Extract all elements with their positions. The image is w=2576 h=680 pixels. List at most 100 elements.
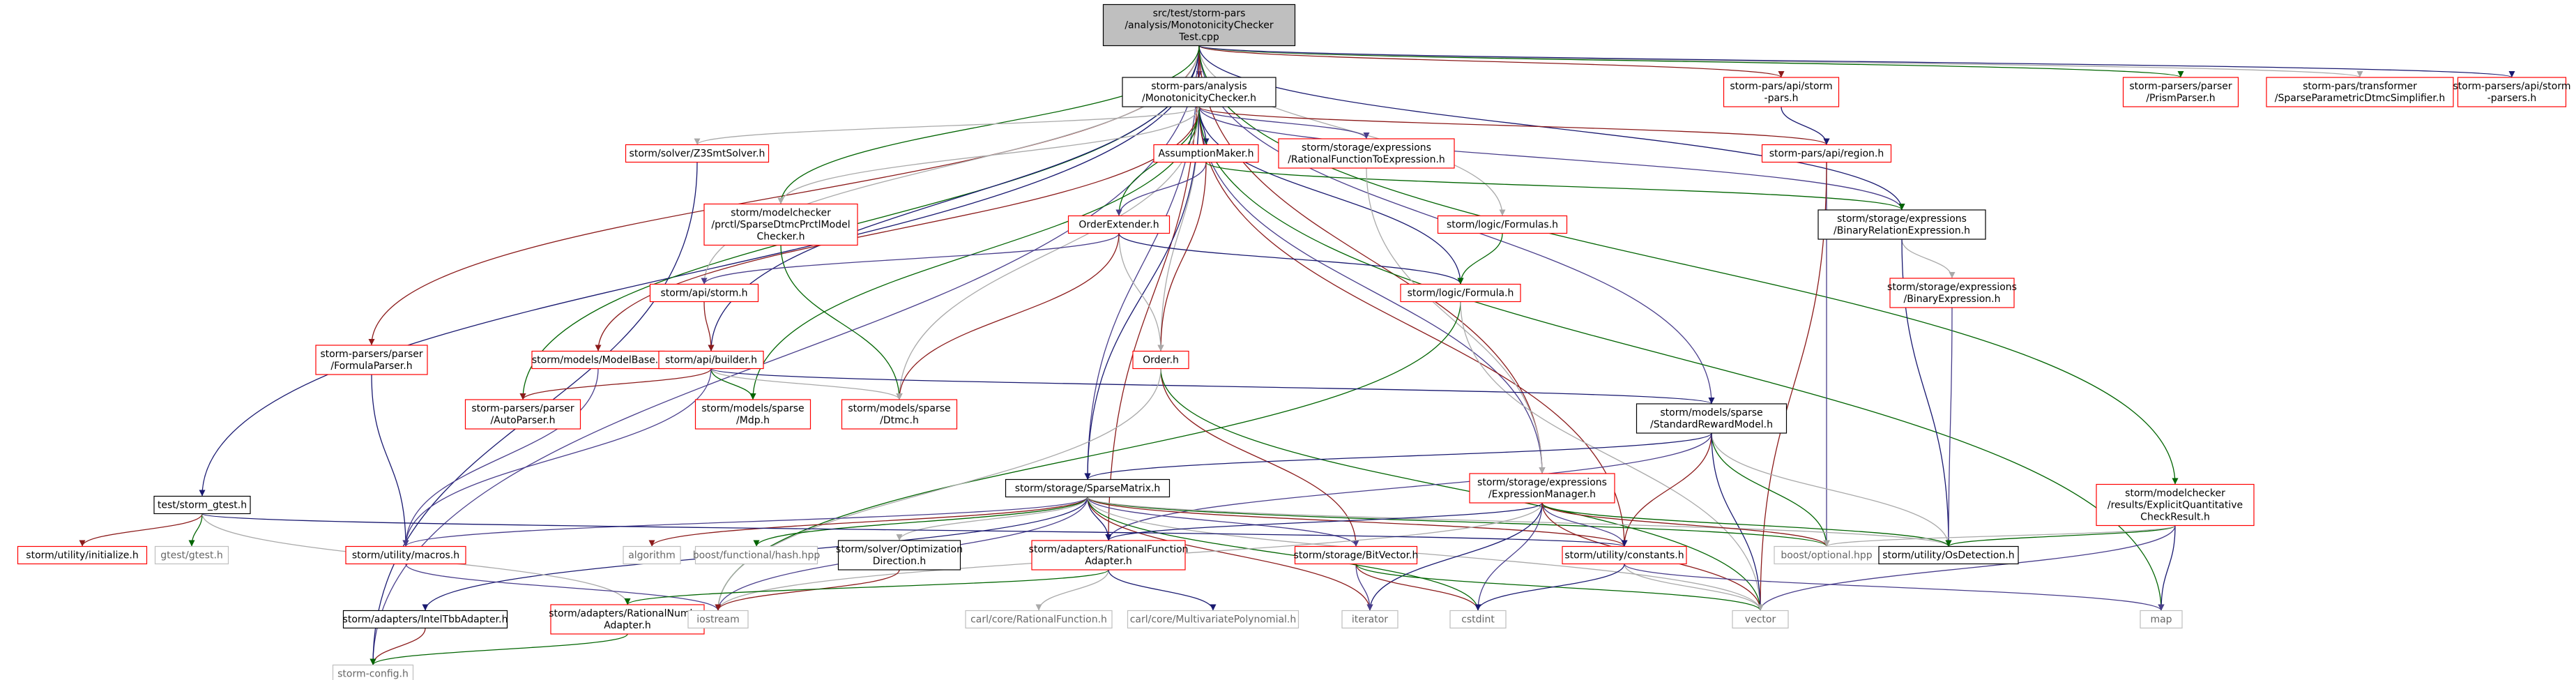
node-label-line: iostream: [696, 614, 740, 626]
node-box: [1005, 478, 1171, 498]
node-gtest-h[interactable]: test/storm_gtest.h: [153, 495, 251, 515]
node-box: [1732, 610, 1789, 629]
node-box: [1469, 473, 1615, 504]
node-order-ext[interactable]: OrderExtender.h: [1067, 215, 1171, 234]
node-label-line: /BinaryExpression.h: [1903, 294, 2000, 305]
dependency-arrow: [1198, 106, 2165, 611]
node-api-region[interactable]: storm-pars/api/region.h: [1761, 144, 1892, 163]
dependency-arrow: [405, 564, 722, 611]
dependency-arrow: [1366, 502, 1543, 611]
node-auto-parser[interactable]: storm-parsers/parser/AutoParser.h: [464, 399, 581, 430]
node-label-line: storm/adapters/IntelTbbAdapter.h: [343, 614, 508, 626]
node-initialize[interactable]: storm/utility/initialize.h: [17, 545, 148, 565]
node-label-line: storm/logic/Formula.h: [1408, 288, 1514, 299]
node-mono-h[interactable]: storm-pars/analysis/MonotonicityChecker.…: [1122, 77, 1276, 107]
node-label-line: storm/utility/constants.h: [1564, 550, 1684, 561]
node-logic-formulas[interactable]: storm/logic/Formulas.h: [1437, 215, 1568, 234]
edge-order-h-to-vector: [1160, 368, 1764, 611]
node-bin-expr[interactable]: storm/storage/expressions/BinaryExpressi…: [1887, 278, 2017, 308]
dependency-arrow: [1198, 45, 1905, 211]
node-formula-parser[interactable]: storm-parsers/parser/FormulaParser.h: [315, 345, 428, 375]
node-label-line: map: [2150, 614, 2172, 626]
node-intel-tbb[interactable]: storm/adapters/IntelTbbAdapter.h: [343, 610, 508, 629]
dependency-arrow: [1541, 502, 1628, 547]
node-logic-formula[interactable]: storm/logic/Formula.h: [1400, 283, 1521, 303]
edge-std-reward-to-constants: [1621, 432, 1712, 547]
dependency-arrow: [1087, 496, 1830, 547]
node-label-line: /ExpressionManager.h: [1488, 489, 1596, 500]
node-box: [345, 545, 466, 565]
edge-api-builder-to-dtmc-h: [710, 368, 903, 400]
node-vector: vector: [1732, 610, 1789, 629]
node-box: [1562, 545, 1687, 565]
node-box: [1817, 209, 1986, 240]
node-api-builder[interactable]: storm/api/builder.h: [658, 350, 764, 370]
node-box: [837, 540, 961, 571]
dependency-arrow: [1823, 524, 2176, 547]
node-api-storm-parsers[interactable]: storm-parsers/api/storm-parsers.h: [2453, 77, 2571, 107]
edge-api-storm-pars-to-api-region: [1781, 106, 1830, 145]
dependency-arrow: [1087, 497, 1359, 547]
edge-constants-to-map: [1624, 563, 2165, 612]
node-box: [1723, 77, 1840, 107]
node-api-storm-pars[interactable]: storm-pars/api/storm-pars.h: [1723, 77, 1840, 107]
dependency-arrow: [701, 233, 1120, 285]
node-macros[interactable]: storm/utility/macros.h: [345, 545, 466, 565]
edge-mono-h-to-logic-formula: [1198, 106, 1464, 285]
node-dtmc-h[interactable]: storm/models/sparse/Dtmc.h: [841, 399, 958, 430]
edge-gtest-h-to-constants: [201, 513, 1627, 547]
node-label-line: storm/utility/macros.h: [352, 550, 459, 561]
dependency-arrow: [1157, 162, 1207, 352]
node-label-line: storm/logic/Formulas.h: [1447, 220, 1558, 231]
node-label-line: storm/models/sparse: [1660, 407, 1762, 418]
node-boost-hash: boost/functional/hash.hpp: [693, 545, 820, 565]
edge-macros-to-iostream: [405, 564, 722, 611]
node-box: [1889, 278, 2015, 308]
node-api-storm[interactable]: storm/api/storm.h: [649, 283, 759, 303]
node-box: [2266, 77, 2454, 107]
node-explicit-qcr[interactable]: storm/modelchecker/results/ExplicitQuant…: [2096, 483, 2255, 527]
node-std-reward[interactable]: storm/models/sparse/StandardRewardModel.…: [1636, 403, 1788, 434]
node-z3smt[interactable]: storm/solver/Z3SmtSolver.h: [625, 144, 770, 163]
node-bitvector[interactable]: storm/storage/BitVector.h: [1294, 545, 1419, 565]
dependency-arrow: [1198, 106, 1546, 474]
node-mdp-h[interactable]: storm/models/sparse/Mdp.h: [694, 399, 811, 430]
node-spdtmc-simpl[interactable]: storm-pars/transformer/SparseParametricD…: [2266, 77, 2454, 107]
node-box: [1153, 144, 1259, 163]
node-box: [2096, 483, 2255, 527]
node-label-line: storm-config.h: [337, 669, 409, 680]
node-prism-parser[interactable]: storm-parsers/parser/PrismParser.h: [2122, 77, 2239, 107]
node-expr-manager[interactable]: storm/storage/expressions/ExpressionMana…: [1469, 473, 1615, 504]
edge-root-to-spdtmc-simpl: [1198, 45, 2363, 78]
dependency-arrow: [1711, 432, 1764, 611]
node-box: [658, 350, 764, 370]
node-assumption[interactable]: AssumptionMaker.h: [1153, 144, 1259, 163]
edge-root-to-sparse-dtmc-prctl: [777, 45, 1200, 204]
dependency-arrow: [1624, 564, 1764, 611]
dependency-arrow: [780, 245, 903, 400]
node-box: [1294, 545, 1418, 565]
edge-rf-adapter-to-carl-rf: [1035, 569, 1109, 611]
dependency-arrow: [1366, 167, 1546, 474]
node-order-h[interactable]: Order.h: [1132, 350, 1189, 370]
node-box: [1102, 3, 1296, 47]
node-sparse-dtmc-prctl[interactable]: storm/modelchecker/prctl/SparseDtmcPrctl…: [703, 203, 858, 246]
edge-bitvector-to-vector: [1355, 564, 1764, 611]
edge-order-h-to-bitvector: [1160, 368, 1359, 547]
dependency-arrow: [369, 45, 1200, 665]
node-model-base[interactable]: storm/models/ModelBase.h: [531, 350, 665, 370]
dependency-arrow: [1087, 496, 1952, 547]
dependency-arrow: [715, 569, 900, 611]
node-constants[interactable]: storm/utility/constants.h: [1562, 545, 1687, 565]
edge-mono-h-to-sparse-matrix: [1084, 106, 1200, 480]
node-rf-to-expr[interactable]: storm/storage/expressions/RationalFuncti…: [1278, 138, 1455, 169]
dependency-arrow: [1781, 106, 1830, 145]
node-bin-rel-expr[interactable]: storm/storage/expressions/BinaryRelation…: [1817, 209, 1986, 240]
node-os-detection[interactable]: storm/utility/OsDetection.h: [1878, 545, 2019, 565]
node-box: [531, 350, 665, 370]
node-label-line: storm/api/builder.h: [665, 355, 757, 366]
node-sparse-matrix[interactable]: storm/storage/SparseMatrix.h: [1005, 478, 1171, 498]
